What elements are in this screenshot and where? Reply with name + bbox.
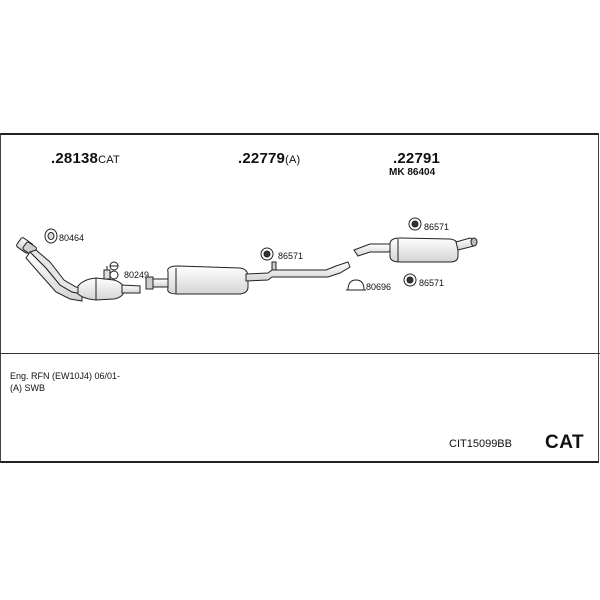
middle-inlet-collar xyxy=(145,276,154,290)
callout-80696: 80696 xyxy=(366,282,392,292)
rubber-mount-icon-86571-rear-top xyxy=(408,217,422,231)
part-number-middle: .22779 xyxy=(238,150,286,167)
part-label-middle: .22779(A) xyxy=(238,150,300,167)
callout-86571-rear-bottom: 86571 xyxy=(419,278,445,288)
catalytic-converter xyxy=(77,277,125,301)
part-suffix-middle: (A) xyxy=(285,154,301,166)
sensor-bung xyxy=(103,266,111,280)
part-label-front: .28138CAT xyxy=(51,150,120,167)
part-number-front: .28138 xyxy=(51,150,99,167)
cat-outlet-pipe xyxy=(121,284,141,294)
clamp-icon-80696 xyxy=(346,279,366,291)
variant-info: (A) SWB xyxy=(10,383,45,393)
callout-86571-mid: 86571 xyxy=(278,251,304,261)
rear-inlet-pipe xyxy=(353,243,395,257)
kit-type-label: CAT xyxy=(545,432,585,453)
part-mk-rear: MK 86404 xyxy=(389,167,436,178)
rubber-mount-icon-86571-rear-bottom xyxy=(403,273,417,287)
gasket-icon-80464 xyxy=(44,228,58,244)
rear-silencer-assembly xyxy=(353,237,478,263)
middle-hanger xyxy=(271,261,277,271)
middle-silencer xyxy=(167,265,249,295)
middle-silencer-assembly xyxy=(145,261,351,295)
kit-code: CIT15099BB xyxy=(449,438,512,450)
callout-86571-rear-top: 86571 xyxy=(424,222,450,232)
part-number-rear: .22791 xyxy=(393,150,441,167)
front-pipe-assembly xyxy=(16,237,141,302)
callout-80464: 80464 xyxy=(59,233,85,243)
part-suffix-front: CAT xyxy=(98,154,120,166)
engine-info: Eng. RFN (EW10J4) 06/01- xyxy=(10,371,121,381)
diagram-frame xyxy=(0,133,599,463)
rear-silencer xyxy=(389,237,459,263)
rubber-mount-icon-86571-mid xyxy=(260,247,274,261)
tailpipe-end xyxy=(470,237,478,247)
section-divider xyxy=(0,353,600,354)
clamp-icon-80249 xyxy=(109,261,119,280)
middle-outlet-pipe xyxy=(245,261,351,282)
callout-80249: 80249 xyxy=(124,270,150,280)
part-label-rear: .22791 xyxy=(393,150,440,167)
